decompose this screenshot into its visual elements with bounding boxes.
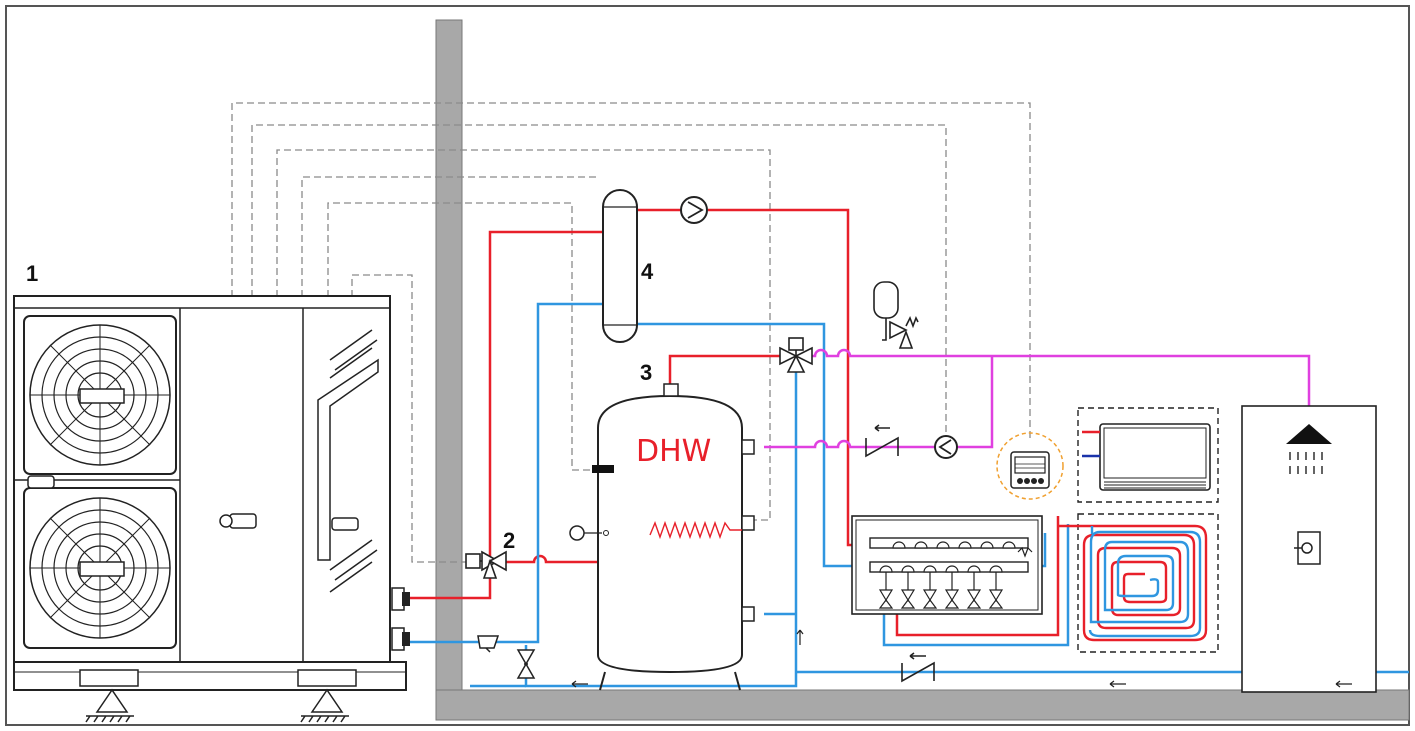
- dhw-tank: [569, 383, 755, 691]
- buffer-tank: [602, 189, 638, 343]
- check-valve-icon: [901, 652, 935, 683]
- fan-coil-unit: [1077, 407, 1219, 503]
- label-buffer: 4: [641, 259, 654, 284]
- dhw-recirculation-piping: [764, 348, 1311, 449]
- three-way-valve-icon: [779, 337, 813, 373]
- three-way-valve-icon: [465, 550, 507, 579]
- building-wall: [435, 19, 1410, 721]
- ground-support-icon: [300, 688, 349, 723]
- expansion-vessel-icon: [873, 281, 919, 349]
- ground-support-icon: [85, 688, 134, 723]
- valve-icon: [516, 649, 536, 679]
- shower-icon: [1286, 424, 1332, 474]
- pump-icon: [934, 435, 958, 459]
- fan-icon: [23, 315, 177, 475]
- control-wiring: [231, 102, 1031, 563]
- label-diverter-valve: 2: [503, 528, 515, 553]
- tap-icon: [1294, 531, 1321, 565]
- diagram-border: [5, 5, 1410, 726]
- underfloor-manifold: [851, 515, 1043, 615]
- thermostat-icon: [996, 432, 1064, 500]
- heat-pump-unit: [13, 295, 410, 691]
- label-heat-pump: 1: [26, 261, 38, 286]
- dhw-tank-label: DHW: [636, 434, 711, 469]
- underfloor-heating-coil: [1058, 513, 1219, 653]
- flow-arrows: [571, 629, 1352, 688]
- label-tank-outlet: 3: [640, 360, 652, 385]
- fan-icon: [23, 487, 177, 649]
- pump-icon: [680, 196, 708, 224]
- check-valve-icon: [865, 424, 899, 458]
- check-valve-icon: [477, 635, 500, 653]
